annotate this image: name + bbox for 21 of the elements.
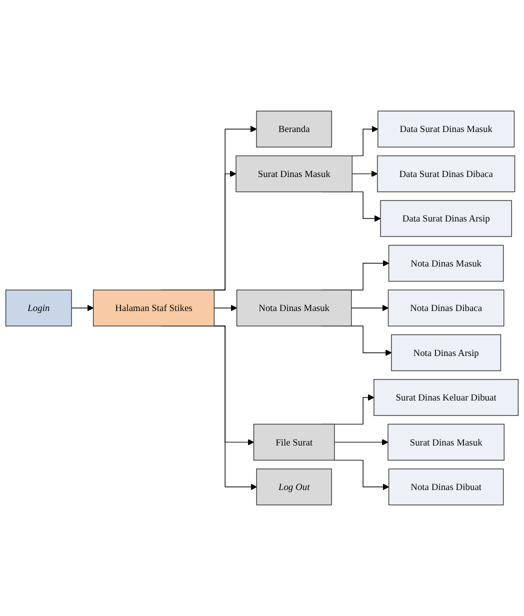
arrow [352, 170, 378, 177]
node-box: Nota Dinas Dibuat [388, 468, 504, 506]
node-box: Data Surat Dinas Masuk [378, 110, 515, 148]
node-box: Halaman Staf Stikes [92, 290, 215, 326]
node-box: Surat Dinas Masuk [388, 424, 504, 461]
node-box: Surat Dinas Keluar Dibuat [374, 379, 519, 416]
node-box: Nota Dinas Masuk [236, 290, 352, 326]
node-box: Nota Dinas Arsip [391, 334, 502, 372]
node-box: File Surat [253, 424, 335, 461]
arrow [71, 304, 94, 312]
arrow [334, 439, 388, 446]
node-box: Nota Dinas Masuk [388, 244, 504, 282]
node-box: Data Surat Dinas Arsip [380, 200, 512, 237]
node-box: Nota Dinas Dibaca [388, 290, 504, 326]
arrow [214, 304, 238, 312]
node-box: Surat Dinas Masuk [236, 155, 353, 192]
node-box: Data Surat Dinas Dibaca [377, 155, 516, 192]
node-box: Log Out [256, 468, 332, 506]
node-box: Beranda [256, 110, 332, 148]
arrow [351, 304, 389, 312]
node-box: Login [5, 290, 72, 326]
